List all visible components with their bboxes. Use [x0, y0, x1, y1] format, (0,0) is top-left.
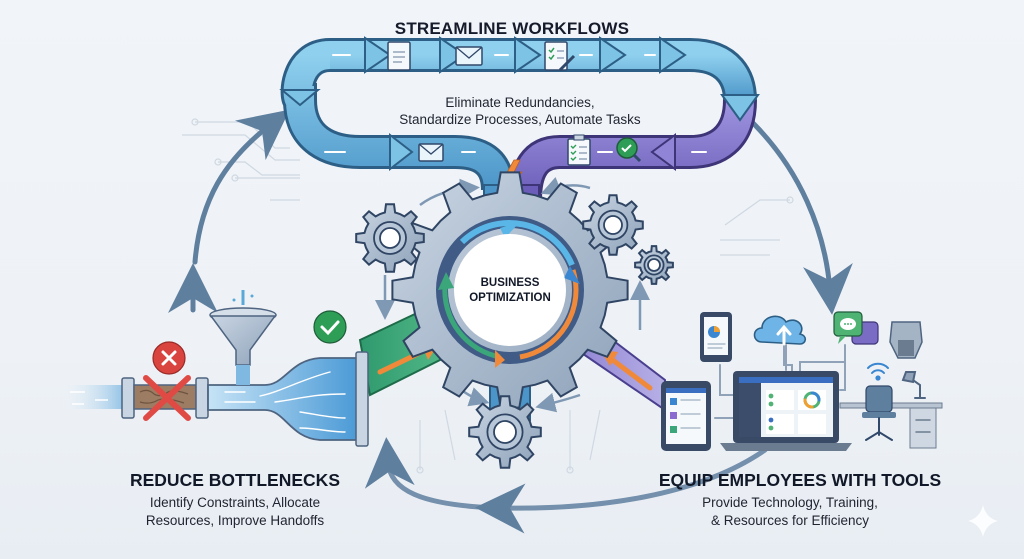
orbit-arrow-6 — [535, 392, 581, 413]
equip-subtitle-line2: & Resources for Efficiency — [710, 513, 870, 528]
center-label-line2: OPTIMIZATION — [469, 292, 551, 304]
tablet-chart-icon — [700, 312, 732, 362]
streamline-subtitle-line1: Eliminate Redundancies, — [445, 95, 595, 110]
cloud-upload-icon — [753, 315, 807, 346]
vr-headset-icon — [889, 321, 923, 359]
laptop-dashboard-icon — [720, 371, 852, 451]
gear-icon-right-small — [634, 245, 674, 285]
sparkle-icon — [968, 505, 998, 537]
document-icon — [387, 41, 411, 71]
envelope-icon — [455, 46, 483, 66]
streamline-subtitle-line2: Standardize Processes, Automate Tasks — [399, 112, 641, 127]
center-label-line1: BUSINESS — [480, 277, 540, 289]
tablet-list-icon — [661, 381, 711, 451]
check-circle-icon — [313, 310, 347, 344]
cycle-arrow-bottom-left — [475, 447, 768, 534]
cycle-arrows — [168, 109, 853, 534]
bottlenecks-subtitle-line2: Resources, Improve Handoffs — [145, 513, 325, 528]
bottlenecks-subtitle-line1: Identify Constraints, Allocate — [149, 495, 321, 510]
wifi-icon — [867, 362, 889, 381]
workflow-loop — [279, 36, 760, 201]
gear-icon-bottom — [468, 395, 542, 469]
clipboard-checklist-icon — [567, 134, 591, 166]
gear-icon-right-large — [582, 194, 644, 256]
checklist-edit-icon — [544, 41, 576, 72]
bottlenecks-title: REDUCE BOTTLENECKS — [129, 470, 340, 490]
chat-bubbles-icon — [833, 311, 879, 345]
equip-title: EQUIP EMPLOYEES WITH TOOLS — [658, 470, 942, 490]
orbit-arrow-2 — [540, 177, 591, 196]
tools-illustration — [661, 311, 943, 451]
pipe-icon — [60, 351, 369, 447]
cycle-arrow-right-down — [749, 119, 853, 315]
cycle-arrow-left-up — [192, 109, 290, 265]
office-chair-icon — [862, 385, 896, 441]
magnifier-check-icon — [616, 137, 642, 163]
gear-icon-left — [355, 203, 425, 273]
center-cycle-ring — [436, 216, 584, 368]
envelope-icon — [418, 143, 444, 162]
cycle-arrow-bottom-left-2 — [364, 437, 500, 511]
streamline-title: STREAMLINE WORKFLOWS — [394, 19, 630, 38]
desk-lamp-icon — [901, 371, 926, 399]
equip-subtitle-line1: Provide Technology, Training, — [702, 495, 878, 510]
blocked-x-icon — [143, 341, 191, 421]
funnel-icon — [209, 290, 277, 385]
